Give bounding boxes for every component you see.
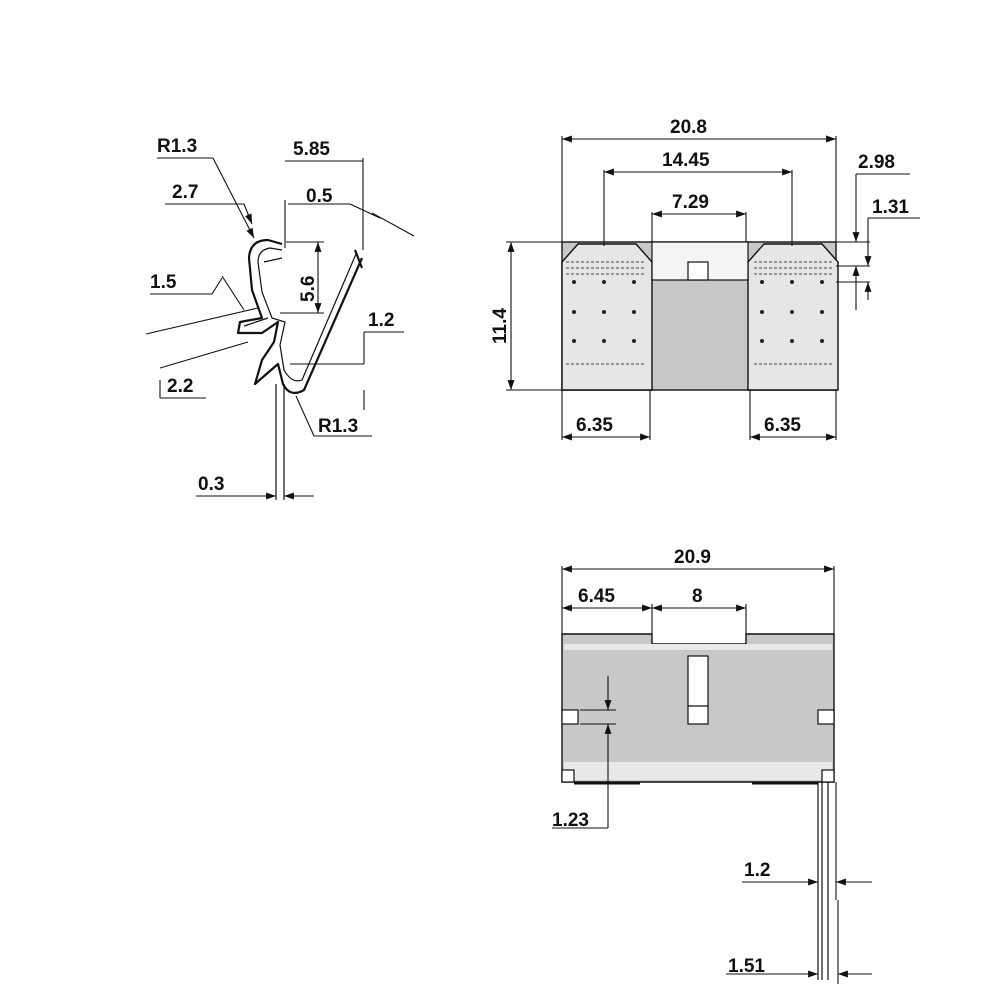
dim-11-4: 11.4 (490, 308, 511, 344)
dim-5-6: 5.6 (298, 276, 319, 302)
dim-8: 8 (692, 586, 703, 607)
ext-line (159, 341, 249, 369)
radius-bottom-label: R1.3 (318, 416, 358, 437)
dim-1-23: 1.23 (552, 810, 589, 831)
dim-14-45: 14.45 (662, 150, 710, 171)
dim-1-51: 1.51 (728, 956, 765, 977)
dim-2-7: 2.7 (172, 182, 198, 203)
bottom-view: 20.9 6.45 8 1.23 1.2 1.51 (552, 547, 872, 984)
dim-6-35-left: 6.35 (576, 415, 613, 436)
dim-1-2: 1.2 (368, 310, 394, 331)
dim-2-98: 2.98 (858, 152, 895, 173)
bottom-lower-highlight (564, 762, 832, 780)
dim-1-5: 1.5 (150, 272, 177, 293)
front-right-wing (747, 243, 839, 391)
front-view: 20.8 14.45 7.29 2.98 1.31 11.4 6.35 (490, 117, 920, 441)
front-right-dots (760, 280, 824, 343)
dim-1-31: 1.31 (872, 197, 909, 218)
front-left-dots (572, 280, 636, 343)
leader-line (349, 203, 381, 219)
radius-top-label: R1.3 (157, 136, 197, 157)
side-clip-bend (263, 257, 283, 263)
ext-line (145, 307, 259, 335)
dim-6-35-right: 6.35 (764, 415, 801, 436)
dim-6-45: 6.45 (578, 586, 615, 607)
dim-20-9: 20.9 (674, 547, 711, 568)
bottom-right-foot (821, 769, 835, 783)
side-clip-profile (236, 238, 364, 395)
bottom-slot (687, 655, 709, 725)
side-view: 5.85 R1.3 2.7 0.5 5.6 1.5 1.2 (145, 136, 415, 500)
leader-line (371, 212, 415, 237)
front-latch-window (687, 261, 709, 281)
bottom-right-notch (817, 709, 835, 725)
leader-line (212, 157, 255, 239)
dim-0-3: 0.3 (198, 474, 224, 495)
front-left-wing (561, 243, 653, 391)
side-clip-tab (243, 317, 269, 327)
side-clip-inner (257, 247, 357, 382)
bottom-highlight (564, 644, 832, 650)
leader-line (243, 203, 253, 225)
bottom-left-notch (561, 709, 579, 725)
dim-7-29: 7.29 (672, 192, 709, 213)
dim-20-8: 20.8 (670, 117, 707, 138)
dim-2-2: 2.2 (167, 376, 193, 397)
dim-5-85: 5.85 (293, 139, 330, 160)
dim-1-2-pin: 1.2 (744, 860, 770, 881)
leader-line (295, 395, 315, 437)
bottom-left-foot (561, 769, 575, 783)
dim-0-5: 0.5 (306, 186, 333, 207)
leader-line (211, 277, 223, 295)
leader-line (221, 275, 245, 311)
side-clip-tip (353, 249, 364, 269)
